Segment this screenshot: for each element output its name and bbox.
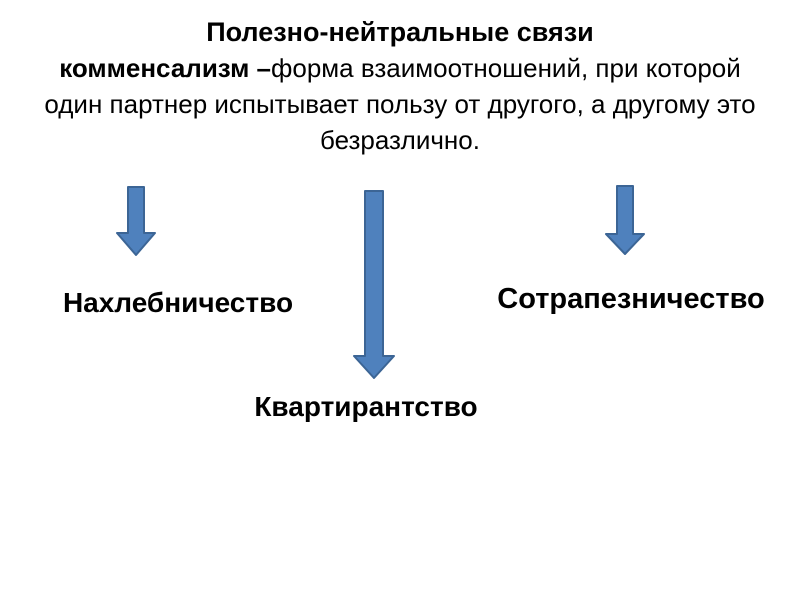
right-down-arrow <box>605 185 645 255</box>
left-down-arrow <box>116 186 156 256</box>
definition-line-1: комменсализм –форма взаимоотношений, при… <box>0 50 800 86</box>
middle-down-arrow <box>353 190 395 379</box>
definition-term: комменсализм – <box>59 53 271 83</box>
slide-title-block: Полезно-нейтральные связи комменсализм –… <box>0 14 800 158</box>
branch-label-freeloading: Нахлебничество <box>62 287 294 318</box>
definition-line-3: безразлично. <box>320 125 480 155</box>
slide-title: Полезно-нейтральные связи <box>206 17 594 47</box>
branch-label-table-sharing: Сотрапезничество <box>497 283 765 315</box>
branch-label-lodging: Квартирантство <box>254 391 478 422</box>
definition-line1-rest: форма взаимоотношений, при которой <box>271 53 741 83</box>
definition-line-2: один партнер испытывает пользу от другог… <box>44 89 756 119</box>
